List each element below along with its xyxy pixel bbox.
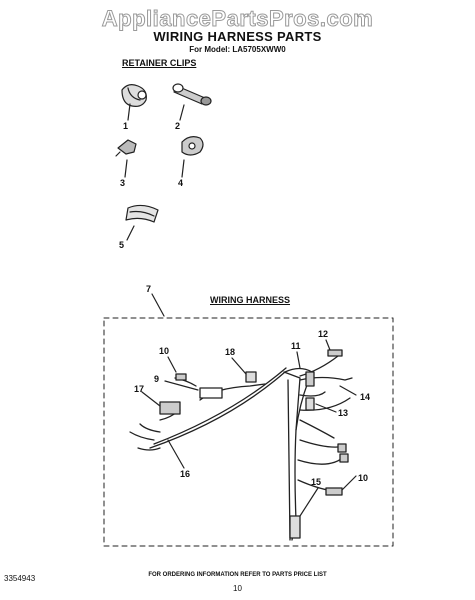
callout-10-top: 10 bbox=[159, 346, 170, 356]
callout-7: 7 bbox=[146, 284, 152, 294]
callout-1: 1 bbox=[123, 121, 129, 131]
callout-16: 16 bbox=[180, 469, 191, 479]
wiring-harness-drawing bbox=[129, 349, 353, 541]
callout-17: 17 bbox=[134, 384, 145, 394]
watermark: AppliancePartsPros.com bbox=[101, 6, 374, 32]
model-number: For Model: LA5705XWW0 bbox=[189, 45, 286, 54]
page-title: WIRING HARNESS PARTS bbox=[153, 29, 322, 44]
callout-3: 3 bbox=[120, 178, 126, 188]
retainer-clip-2-drawing bbox=[172, 83, 212, 106]
callout-4: 4 bbox=[178, 178, 184, 188]
retainer-clip-4-drawing bbox=[181, 136, 204, 156]
page-number: 10 bbox=[233, 584, 242, 593]
retainer-clip-1-drawing bbox=[121, 84, 147, 107]
callout-10-bottom: 10 bbox=[358, 473, 369, 483]
callout-9: 9 bbox=[154, 374, 160, 384]
retainer-clip-5-drawing bbox=[125, 204, 159, 223]
callout-5: 5 bbox=[119, 240, 125, 250]
wiring-harness-heading: WIRING HARNESS bbox=[210, 295, 291, 305]
callout-15: 15 bbox=[311, 477, 322, 487]
ordering-note: FOR ORDERING INFORMATION REFER TO PARTS … bbox=[148, 572, 327, 578]
callout-14: 14 bbox=[360, 392, 371, 402]
callout-11: 11 bbox=[291, 341, 301, 351]
retainer-clips-heading: RETAINER CLIPS bbox=[122, 58, 197, 68]
callout-12: 12 bbox=[318, 329, 329, 339]
retainer-clip-3-drawing bbox=[115, 139, 137, 157]
document-number: 3354943 bbox=[4, 574, 36, 583]
callout-18: 18 bbox=[225, 347, 236, 357]
callout-2: 2 bbox=[175, 121, 181, 131]
callout-13: 13 bbox=[338, 408, 349, 418]
